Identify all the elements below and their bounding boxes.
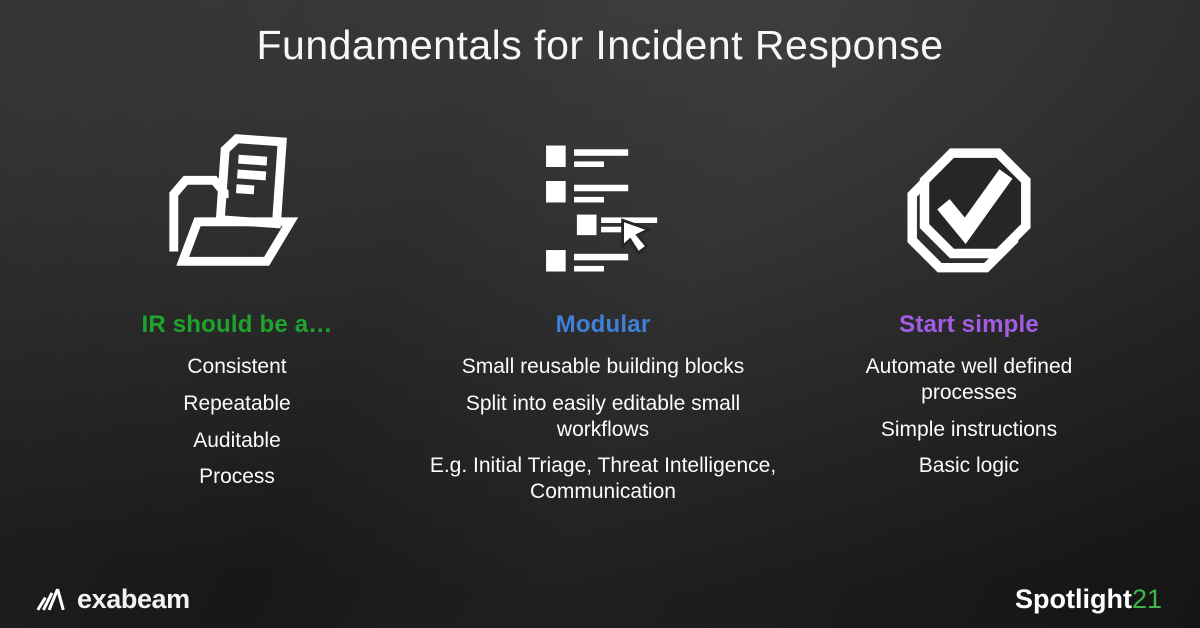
- column-item: Basic logic: [918, 454, 1020, 478]
- column-item: E.g. Initial Triage, Threat Intelligence…: [429, 454, 777, 504]
- column-heading: IR should be a…: [141, 311, 333, 338]
- column-item: Automate well defined processes: [865, 355, 1073, 404]
- column-heading: Start simple: [899, 311, 1039, 338]
- column-item: Auditable: [193, 428, 281, 452]
- column-item: Repeatable: [183, 391, 291, 415]
- exabeam-logo-icon: [36, 588, 65, 611]
- column-item: Simple instructions: [880, 417, 1058, 441]
- brand-logo: exabeam: [34, 584, 190, 615]
- column-item: Small reusable building blocks: [461, 355, 745, 378]
- event-logo: Spotlight21: [1015, 584, 1162, 615]
- column-heading: Modular: [555, 311, 651, 338]
- event-name: Spotlight: [1014, 584, 1132, 614]
- check-octagon-icon: [789, 133, 1149, 285]
- modular-list-icon: [423, 133, 783, 285]
- folder-document-icon: [57, 133, 417, 285]
- column-item: Split into easily editable small workflo…: [465, 391, 741, 441]
- event-year: 21: [1131, 584, 1162, 614]
- brand-name: exabeam: [77, 584, 190, 614]
- column-item: Consistent: [187, 355, 287, 378]
- column-item: Process: [199, 465, 275, 489]
- column-start-simple: Start simple Automate well defined proce…: [789, 133, 1149, 516]
- slide-title: Fundamentals for Incident Response: [256, 22, 944, 68]
